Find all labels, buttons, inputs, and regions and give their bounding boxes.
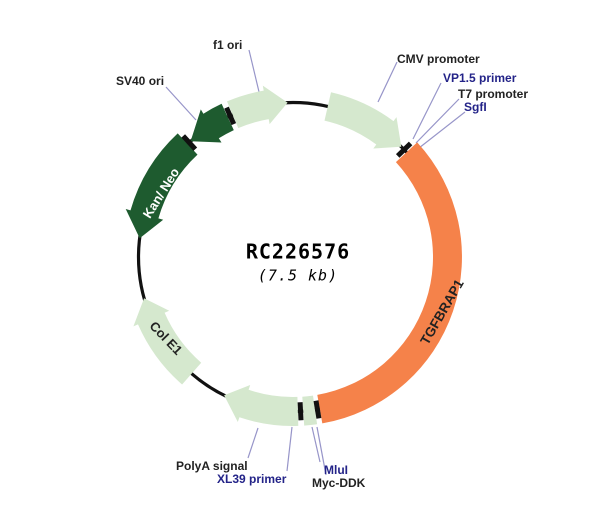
myc-ddk-label: Myc-DDK xyxy=(312,476,366,490)
myc-ddk-leader xyxy=(316,426,327,476)
kan-sv40-site xyxy=(181,134,198,151)
feature-sv40-ori xyxy=(190,103,234,143)
mlui-label: MluI xyxy=(324,463,348,477)
feature-myc-ddk-tag xyxy=(302,395,318,426)
sgfi-label: SgfI xyxy=(464,100,487,114)
sv40-ori-label: SV40 ori xyxy=(116,74,165,88)
feature-cmv-promoter xyxy=(324,92,402,149)
plasmid-size: (7.5 kb) xyxy=(257,266,339,285)
xl39-primer-label: XL39 primer xyxy=(217,472,287,486)
plasmid-title-block: RC226576 (7.5 kb) xyxy=(246,240,350,285)
t7-promoter-label: T7 promoter xyxy=(458,87,529,101)
xl39-primer-leader xyxy=(286,426,293,472)
sgfi-leader xyxy=(418,111,466,149)
polya-signal-leader xyxy=(247,427,259,459)
sgfi-site xyxy=(395,141,413,158)
feature-col-e1 xyxy=(133,298,202,385)
f1-ori-label: f1 ori xyxy=(213,38,243,52)
vp15-primer-label: VP1.5 primer xyxy=(443,71,517,85)
t7-promoter-leader xyxy=(415,98,460,144)
cmv-promoter-label: CMV promoter xyxy=(397,52,480,66)
feature-kan-neo xyxy=(125,133,198,239)
f1-ori-leader xyxy=(248,49,261,97)
plasmid-name: RC226576 xyxy=(245,239,351,264)
feature-f1-ori xyxy=(227,85,288,129)
mlui-leader xyxy=(311,426,321,463)
sv40-ori-leader xyxy=(165,86,197,121)
orf-end-site xyxy=(313,400,322,419)
sv40-f1-site xyxy=(224,106,237,126)
cmv-promoter-leader xyxy=(377,61,398,103)
mlui-site xyxy=(297,402,304,421)
feature-tgfbrap1-orf xyxy=(317,142,462,424)
vp15-primer-leader xyxy=(412,82,442,140)
polya-signal-label: PolyA signal xyxy=(176,459,248,473)
feature-polya-signal xyxy=(224,385,299,426)
